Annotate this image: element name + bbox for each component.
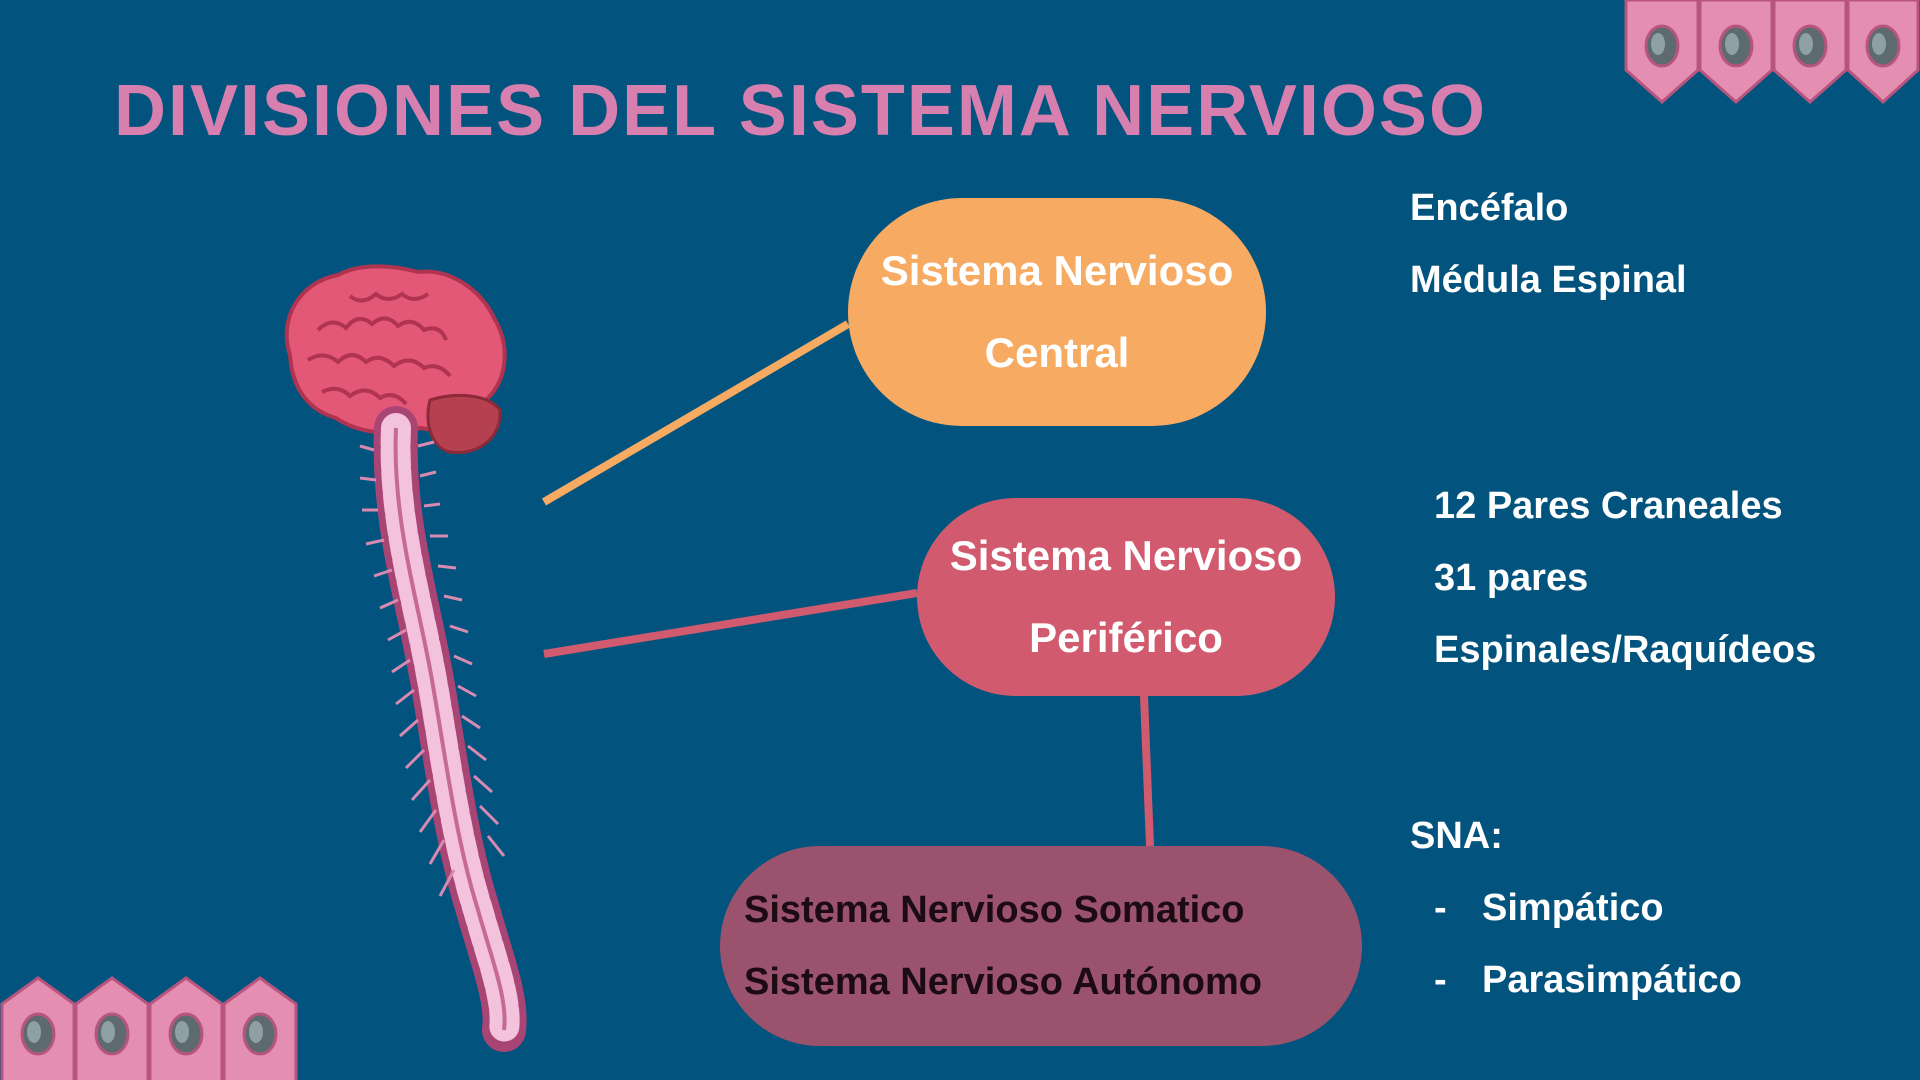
sna-item-parasimpatico: Parasimpático: [1482, 959, 1742, 1001]
dash-bullet: -: [1434, 887, 1447, 929]
cell-decoration-top: [1624, 0, 1920, 105]
page-title: DIVISIONES DEL SISTEMA NERVIOSO: [114, 71, 1487, 151]
list-item: -Parasimpático: [1410, 944, 1742, 1016]
node-central-label-line2: Central: [984, 329, 1130, 376]
brain-illustration: [284, 264, 507, 454]
node-sistema-nervioso-periferico: Sistema Nervioso Periférico: [917, 498, 1335, 696]
cell-decoration-bottom: [0, 976, 298, 1080]
spinal-cord-illustration: [359, 406, 527, 1052]
node-autonomo-label: Sistema Nervioso Autónomo: [744, 961, 1263, 1003]
node-subdivisions: Sistema Nervioso Somatico Sistema Nervio…: [720, 846, 1362, 1046]
list-item: 12 Pares Craneales: [1434, 485, 1783, 527]
periferico-components-list: 12 Pares Craneales 31 pares Espinales/Ra…: [1434, 470, 1816, 686]
connector-central: [541, 320, 851, 506]
node-somatico-label: Sistema Nervioso Somatico: [744, 889, 1245, 931]
sna-item-simpatico: Simpático: [1482, 887, 1664, 929]
node-periferico-label-line2: Periférico: [1029, 614, 1223, 661]
list-item: 31 pares: [1434, 557, 1589, 599]
connector-periferico: [543, 589, 918, 658]
node-central-label-line1: Sistema Nervioso: [880, 247, 1234, 294]
connector-subdivisions: [1140, 695, 1154, 847]
central-components-list: Encéfalo Médula Espinal: [1410, 172, 1687, 316]
list-item: Médula Espinal: [1410, 259, 1687, 301]
sna-heading: SNA:: [1410, 815, 1503, 857]
node-sistema-nervioso-central: Sistema Nervioso Central: [848, 198, 1266, 426]
node-periferico-label-line1: Sistema Nervioso: [949, 532, 1303, 579]
list-item: Encéfalo: [1410, 187, 1569, 229]
list-item: -Simpático: [1410, 872, 1742, 944]
dash-bullet: -: [1434, 959, 1447, 1001]
sna-list: SNA: -Simpático -Parasimpático: [1410, 800, 1742, 1016]
list-item: Espinales/Raquídeos: [1434, 629, 1817, 671]
